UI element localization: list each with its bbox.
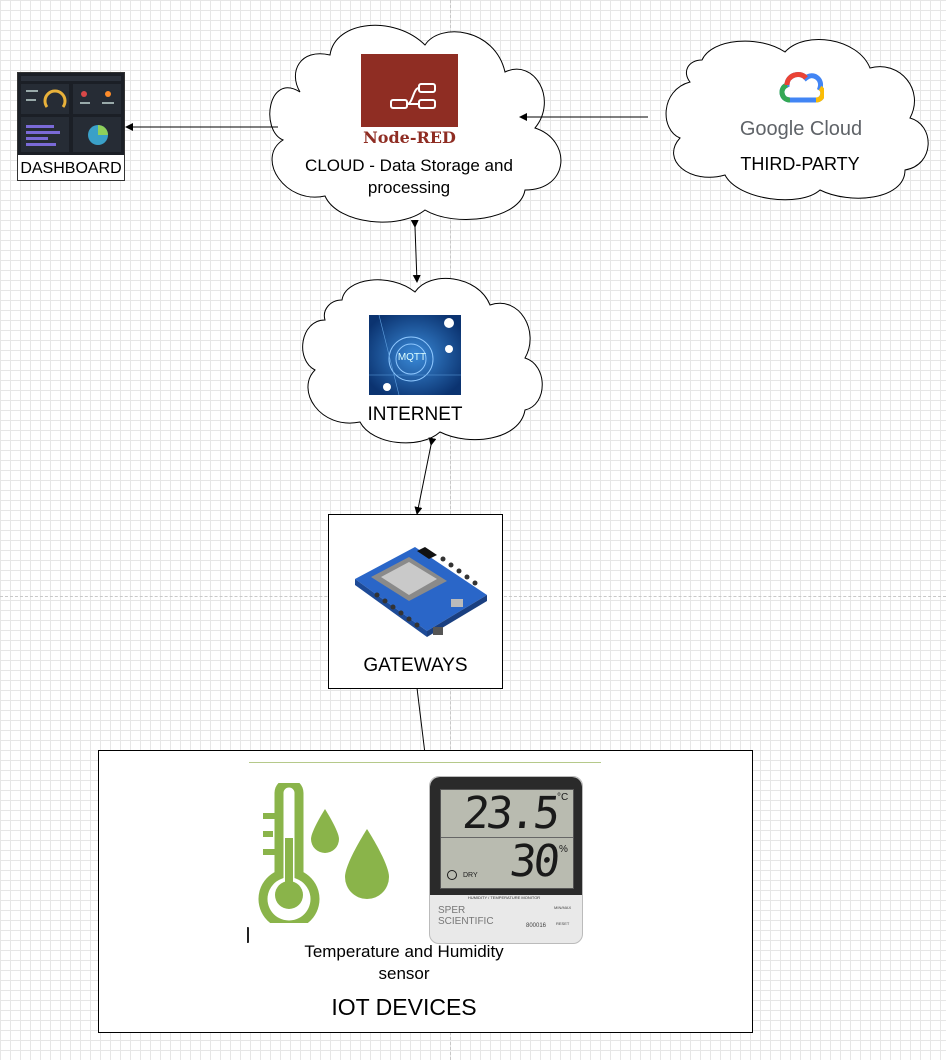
arrow-internet-gateways[interactable] [414, 437, 437, 515]
face-icon [447, 870, 457, 880]
nodered-logo: Node-RED [361, 54, 458, 150]
dashboard-screenshot [18, 73, 124, 155]
dry-indicator: DRY [463, 872, 478, 879]
nodered-logo-text: Node-RED [363, 128, 456, 147]
minmax-button: MIN/MAX [554, 905, 572, 910]
google-cloud-logo-text: Google Cloud [739, 118, 863, 140]
dashboard-node[interactable]: DASHBOARD [17, 72, 125, 181]
humidity-unit: % [559, 844, 568, 855]
partial-mark [247, 927, 253, 943]
google-cloud-icon [779, 72, 824, 103]
thermometer-droplets-icon [258, 783, 389, 923]
reset-button: RESET [556, 921, 570, 926]
esp8266-board-image [355, 547, 487, 637]
model-caption: HUMIDITY / TEMPERATURE MONITOR [467, 895, 541, 900]
arrow-gateways-iot[interactable] [412, 680, 430, 763]
iot-divider-line [249, 762, 601, 763]
nodered-flow-icon [390, 83, 436, 109]
mqtt-image: MQTT [369, 315, 461, 395]
temperature-readout: 23.5 [460, 788, 560, 839]
mqtt-logo-text: MQTT [397, 352, 427, 363]
arrow-cloud-internet[interactable] [410, 219, 421, 283]
lcd-screen: 23.5 °C 30 % DRY [440, 788, 574, 889]
model-number: 800016 [526, 923, 547, 929]
cloud-shape-third-party[interactable] [665, 39, 929, 201]
gateways-node[interactable]: GATEWAYS [328, 514, 503, 689]
third-party-label: THIRD-PARTY [740, 154, 860, 174]
cloud-label: CLOUD - Data Storage and processing [305, 156, 513, 197]
dashboard-label: DASHBOARD [20, 160, 122, 177]
internet-label: INTERNET [367, 404, 463, 425]
iot-devices-node[interactable]: 23.5 °C 30 % DRY HUMIDITY / TEMPERATURE … [98, 750, 753, 1033]
sensor-label: Temperature and Humidity sensor [304, 942, 504, 983]
gateways-label: GATEWAYS [363, 655, 468, 676]
temperature-unit: °C [557, 792, 569, 803]
brand-text: SPER SCIENTIFIC [438, 905, 494, 927]
iot-devices-label: IOT DEVICES [331, 994, 477, 1020]
humidity-readout: 30 [507, 836, 560, 887]
thermo-hygrometer-device: 23.5 °C 30 % DRY HUMIDITY / TEMPERATURE … [429, 776, 583, 944]
